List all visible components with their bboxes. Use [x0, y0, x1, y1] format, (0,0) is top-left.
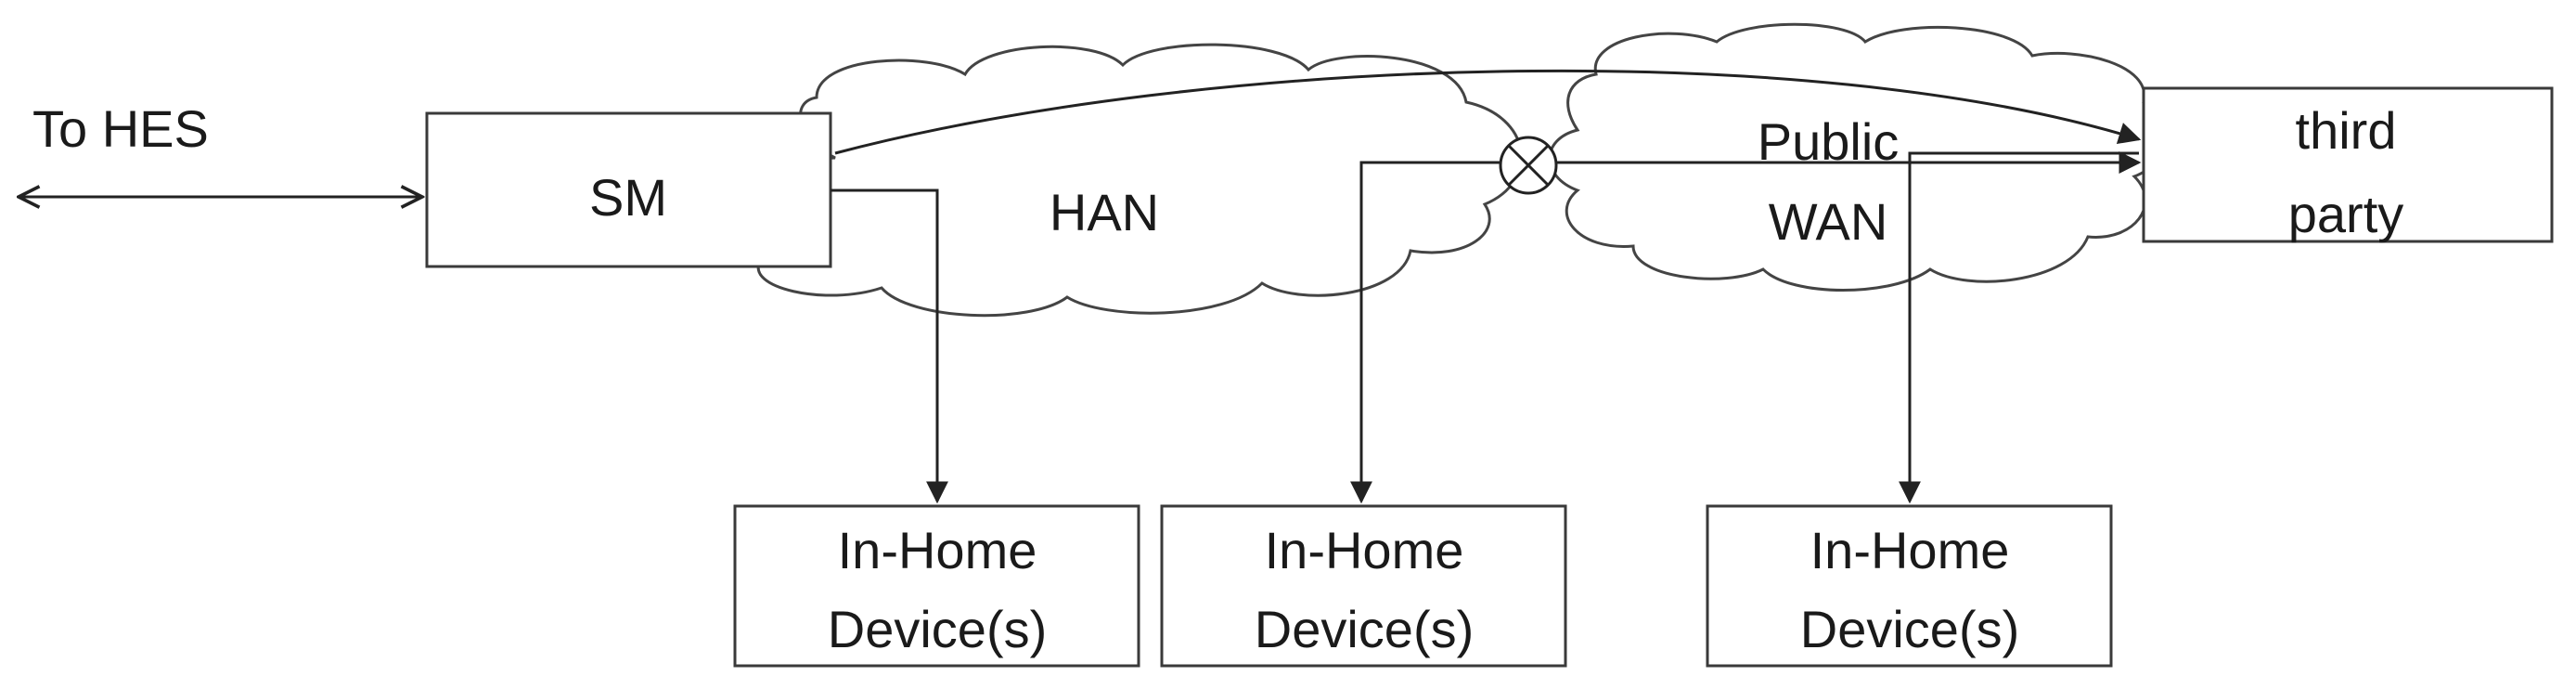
sm-to-device-1-connector: [831, 188, 948, 504]
device-1-label-line2: Device(s): [828, 600, 1047, 658]
han-label: HAN: [1050, 183, 1159, 241]
third-party-label-line2: party: [2288, 185, 2404, 243]
to-hes-label: To HES: [32, 99, 209, 158]
in-home-device-box-3: [1706, 504, 2113, 668]
device-1-label-line1: In-Home: [838, 521, 1037, 579]
public-wan-label-line1: Public: [1758, 112, 1900, 171]
third-party-label-line1: third: [2296, 101, 2397, 160]
han-cloud: [736, 43, 1523, 318]
device-2-connector: [1350, 161, 1501, 504]
device-3-connector: [1899, 151, 2139, 504]
mixer-symbol: [1499, 136, 1558, 195]
device-2-label-line2: Device(s): [1255, 600, 1474, 658]
in-home-device-box-2: [1160, 504, 1567, 668]
public-wan-label-line2: WAN: [1769, 192, 1888, 251]
device-2-label-line1: In-Home: [1265, 521, 1464, 579]
third-party-box: [2142, 86, 2554, 243]
sm-label: SM: [589, 168, 667, 227]
public-wan-cloud: [1548, 22, 2165, 292]
sm-to-third-party-curve: [834, 69, 2142, 155]
in-home-device-box-1: [733, 504, 1140, 668]
device-3-label-line2: Device(s): [1800, 600, 2019, 658]
device-3-label-line1: In-Home: [1810, 521, 2010, 579]
sm-box: [425, 111, 832, 268]
